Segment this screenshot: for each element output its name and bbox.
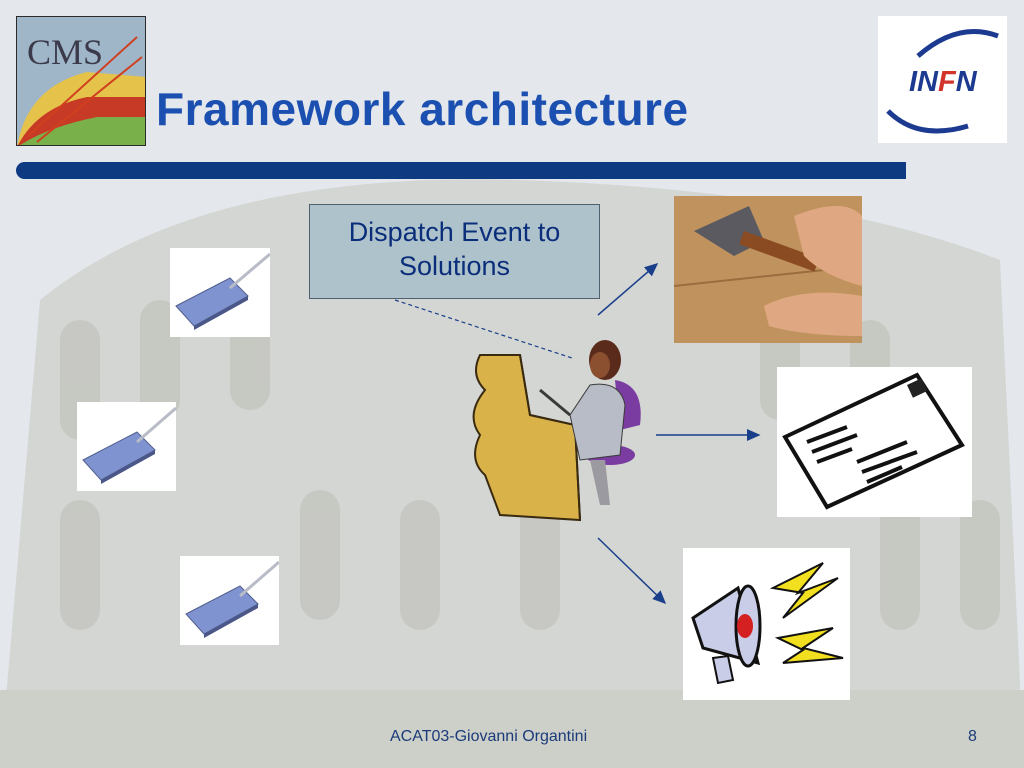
title-rule: [16, 162, 906, 179]
page-number: 8: [968, 728, 977, 745]
dispatch-event-label: Dispatch Event to Solutions: [309, 204, 600, 299]
card-reader-image: [170, 248, 270, 337]
card-reader-image: [180, 556, 279, 645]
footer-text: ACAT03-Giovanni Organtini: [390, 728, 588, 745]
arrow-to-megaphone: [597, 537, 667, 605]
card-reader-image: [77, 402, 176, 491]
arrow-to-hammer: [597, 263, 659, 316]
cms-logo-text: CMS: [27, 32, 104, 72]
dispatcher-operator-image: [472, 340, 641, 522]
dashed-connector: [394, 299, 573, 359]
hammer-image: [674, 196, 862, 343]
infn-logo: INFN: [878, 16, 1007, 143]
cms-logo: CMS: [16, 16, 146, 146]
envelope-image: [777, 367, 972, 517]
megaphone-image: [683, 548, 850, 700]
slide-title: Framework architecture: [156, 83, 689, 135]
infn-logo-text: INFN: [909, 66, 977, 98]
